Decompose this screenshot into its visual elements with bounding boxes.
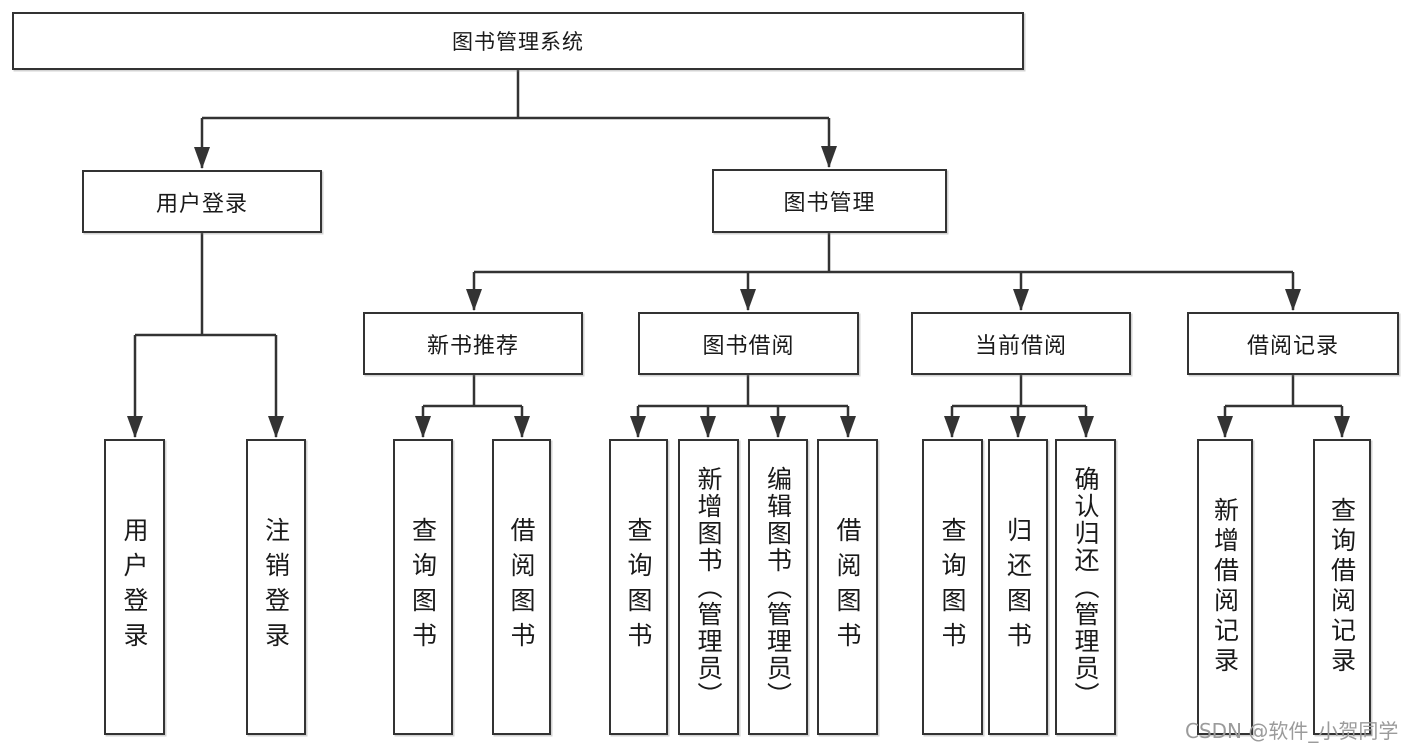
node-leaf-confirm-return-admin: 确认归还（管理员） [1055, 439, 1116, 735]
node-leaf-query-books-3: 查询图书 [922, 439, 983, 735]
node-leaf-edit-books-admin: 编辑图书（管理员） [748, 439, 808, 735]
node-leaf-query-books-1: 查询图书 [393, 439, 453, 735]
node-current-borrow: 当前借阅 [911, 312, 1131, 375]
connector-bookmgmt-split [474, 233, 1293, 274]
node-leaf-return-books: 归还图书 [988, 439, 1048, 735]
node-label: 归还图书 [1003, 517, 1033, 657]
node-new-book-recommend: 新书推荐 [363, 312, 583, 375]
node-label: 查询图书 [408, 517, 438, 657]
node-book-borrow: 图书借阅 [638, 312, 859, 375]
node-label: 用户登录 [120, 517, 149, 657]
node-label: 查询借阅记录 [1327, 497, 1357, 677]
connector-records-split [1225, 375, 1342, 408]
node-user-login: 用户登录 [82, 170, 322, 233]
node-label: 借阅图书 [507, 517, 536, 657]
node-leaf-add-books-admin: 新增图书（管理员） [678, 439, 739, 735]
node-leaf-add-borrow-record: 新增借阅记录 [1197, 439, 1253, 735]
csdn-watermark: CSDN @软件_小贺同学 [1185, 719, 1399, 743]
node-leaf-logout: 注销登录 [246, 439, 306, 735]
node-leaf-borrow-books-1: 借阅图书 [492, 439, 551, 735]
node-label: 查询图书 [624, 517, 653, 657]
node-label: 注销登录 [261, 517, 291, 657]
node-leaf-query-borrow-record: 查询借阅记录 [1313, 439, 1371, 735]
node-leaf-query-books-2: 查询图书 [609, 439, 668, 735]
connector-newbook-split [423, 375, 522, 408]
node-label: 新增图书（管理员） [694, 465, 723, 709]
node-label: 查询图书 [938, 517, 967, 657]
node-system-root: 图书管理系统 [12, 12, 1024, 70]
node-label: 新增借阅记录 [1210, 497, 1240, 677]
node-leaf-borrow-books-2: 借阅图书 [817, 439, 878, 735]
node-borrow-records: 借阅记录 [1187, 312, 1399, 375]
node-leaf-user-login: 用户登录 [104, 439, 165, 735]
connector-currentborrow-split [952, 375, 1086, 408]
connector-bookborrow-split [638, 375, 848, 408]
node-label: 借阅图书 [833, 517, 862, 657]
node-label: 确认归还（管理员） [1071, 465, 1100, 709]
connector-userlogin-split [135, 233, 276, 337]
connector-root-split [202, 68, 829, 120]
node-label: 编辑图书（管理员） [763, 465, 793, 709]
node-book-management: 图书管理 [712, 169, 947, 233]
